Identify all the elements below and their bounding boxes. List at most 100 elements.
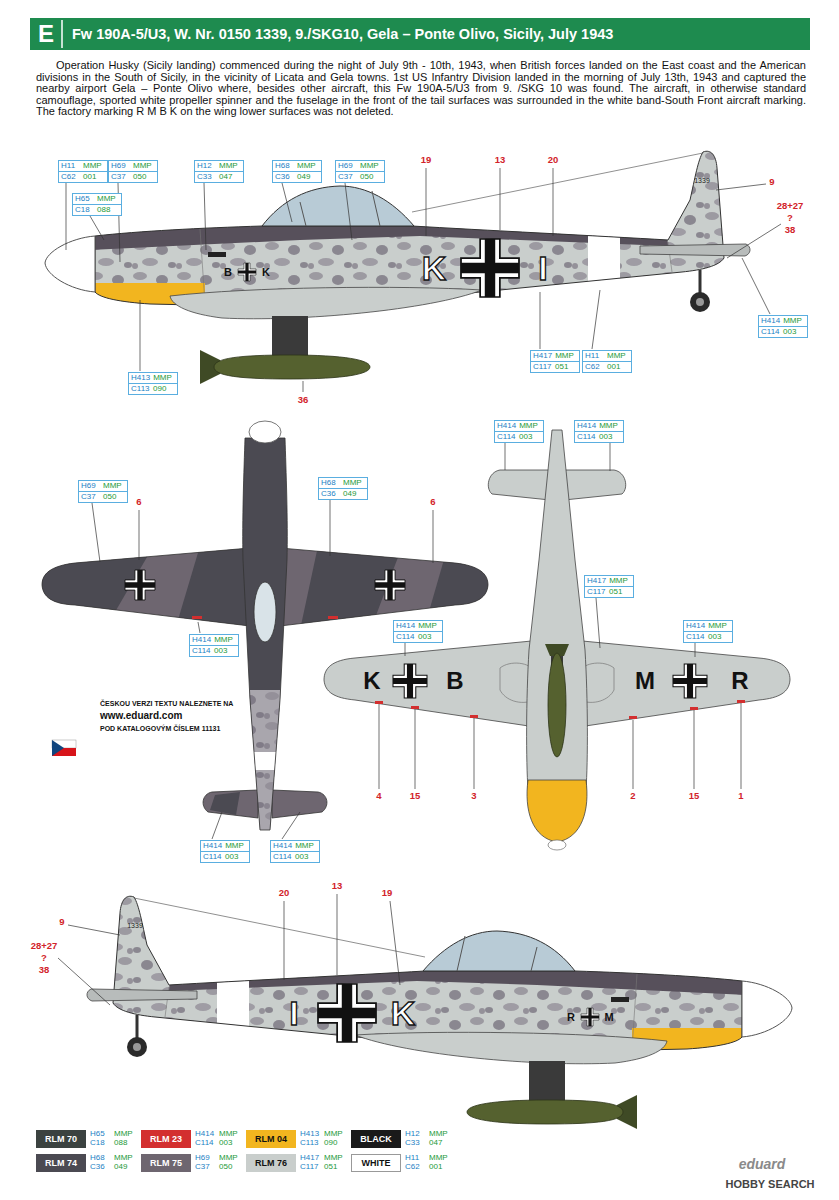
color-name: RLM 23 xyxy=(150,1134,182,1144)
callout-row: H69MMP xyxy=(79,481,127,491)
leader-line xyxy=(500,168,501,230)
bottom-view xyxy=(737,700,745,703)
paint-brand: 003 xyxy=(519,432,532,442)
paint-code: H68 xyxy=(321,478,340,488)
paint-code: 051 xyxy=(324,1163,337,1171)
paint-code: C114 xyxy=(203,852,222,862)
callout-row: H414MMP xyxy=(759,316,807,326)
top-view xyxy=(328,616,338,619)
paint-code: 001 xyxy=(429,1163,442,1171)
paint-code: H68 xyxy=(275,161,294,171)
paint-brand: MMP xyxy=(214,635,233,645)
paint-code: H414 xyxy=(686,621,705,631)
callout-row: C114003 xyxy=(759,326,807,337)
leader-line xyxy=(204,183,206,250)
callout-row: C62001 xyxy=(583,361,631,372)
legend-entry: RLM 23 xyxy=(141,1130,191,1148)
paint-code: MMP xyxy=(324,1154,343,1162)
color-name: RLM 04 xyxy=(255,1134,287,1144)
left-profile xyxy=(45,140,750,384)
paint-code: C37 xyxy=(81,492,100,502)
paint-code: MMP xyxy=(219,1154,238,1162)
paint-code: H12 xyxy=(405,1130,420,1138)
paint-brand: 003 xyxy=(599,432,612,442)
paint-callout: H68MMPC36049 xyxy=(318,477,368,500)
paint-callout: H413MMPC113090 xyxy=(128,372,178,395)
aircraft-marking: K xyxy=(391,996,416,1030)
paint-code: C33 xyxy=(405,1139,420,1147)
callout-row: H417MMP xyxy=(531,351,579,361)
note-text: POD KATALOGOVÝM ČÍSLEM 11131 xyxy=(100,725,220,732)
color-swatch: RLM 76 xyxy=(246,1154,296,1172)
legend-entry: BLACK xyxy=(351,1130,401,1148)
callout-row: C117051 xyxy=(531,361,579,372)
callout-row: C62001 xyxy=(59,171,107,182)
leader-line xyxy=(390,901,400,985)
paint-callout: H414MMPC114003 xyxy=(574,420,624,443)
callout-number: 28+27 xyxy=(31,941,58,951)
paint-brand: 050 xyxy=(103,492,116,502)
paint-code: C113 xyxy=(131,384,150,394)
paint-code: C62 xyxy=(405,1163,420,1171)
paint-brand: MMP xyxy=(295,841,314,851)
callout-number: 38 xyxy=(39,965,50,975)
leader-line xyxy=(540,292,541,349)
paint-brand: 003 xyxy=(708,632,721,642)
callout-row: H68MMP xyxy=(319,478,367,488)
top-view xyxy=(230,690,300,840)
paint-callout: H414MMPC114003 xyxy=(494,420,544,443)
callout-number: 15 xyxy=(410,791,421,801)
callout-row: H414MMP xyxy=(575,421,623,431)
top-view xyxy=(243,438,288,830)
paint-code: C37 xyxy=(195,1163,210,1171)
paint-callout: H414MMPC114003 xyxy=(758,315,808,338)
callout-row: H68MMP xyxy=(273,161,321,171)
paint-code: C117 xyxy=(300,1163,319,1171)
callout-number: 4 xyxy=(376,791,381,801)
callout-row: H414MMP xyxy=(271,841,319,851)
paint-code: MMP xyxy=(219,1130,238,1138)
paint-code: H69 xyxy=(81,481,100,491)
callout-row: H65MMP xyxy=(73,194,121,204)
leader-line xyxy=(198,622,200,633)
callout-row: C113090 xyxy=(129,383,177,394)
legend-entry: RLM 70 xyxy=(36,1130,86,1148)
paint-brand: 050 xyxy=(133,172,146,182)
callout-row: C117051 xyxy=(585,586,633,597)
color-swatch: WHITE xyxy=(351,1154,401,1172)
leader-line xyxy=(379,704,380,789)
paint-code: MMP xyxy=(429,1130,448,1138)
paint-brand: MMP xyxy=(360,161,379,171)
paint-code: H417 xyxy=(533,351,552,361)
paint-code: C117 xyxy=(587,587,606,597)
top-view xyxy=(40,421,492,840)
paint-code: H414 xyxy=(761,316,780,326)
leader-line xyxy=(741,703,742,789)
paint-code: C113 xyxy=(300,1139,319,1147)
top-view xyxy=(192,616,202,619)
paint-callout: H414MMPC114003 xyxy=(270,840,320,863)
callout-row: C33047 xyxy=(195,171,243,182)
bottom-view xyxy=(548,653,566,757)
leader-line xyxy=(345,183,352,240)
paint-code: 047 xyxy=(429,1139,442,1147)
leader-line xyxy=(610,443,611,471)
paint-brand: MMP xyxy=(225,841,244,851)
paint-code: H414 xyxy=(273,841,292,851)
callout-number: ? xyxy=(787,213,793,223)
callout-row: H417MMP xyxy=(585,576,633,586)
paint-brand: 051 xyxy=(555,362,568,372)
callout-row: C114003 xyxy=(201,851,249,862)
right-profile xyxy=(87,885,792,1129)
color-swatch: BLACK xyxy=(351,1130,401,1148)
paint-code: C62 xyxy=(585,362,604,372)
paint-brand: MMP xyxy=(83,161,102,171)
paint-callout: H11MMPC62001 xyxy=(582,350,632,373)
top-view xyxy=(230,752,300,770)
paint-callout: H414MMPC114003 xyxy=(200,840,250,863)
paint-code: C114 xyxy=(273,852,292,862)
callout-row: C37050 xyxy=(79,491,127,502)
color-name: WHITE xyxy=(362,1158,391,1168)
paint-code: C18 xyxy=(75,205,94,215)
paint-code: C114 xyxy=(577,432,596,442)
